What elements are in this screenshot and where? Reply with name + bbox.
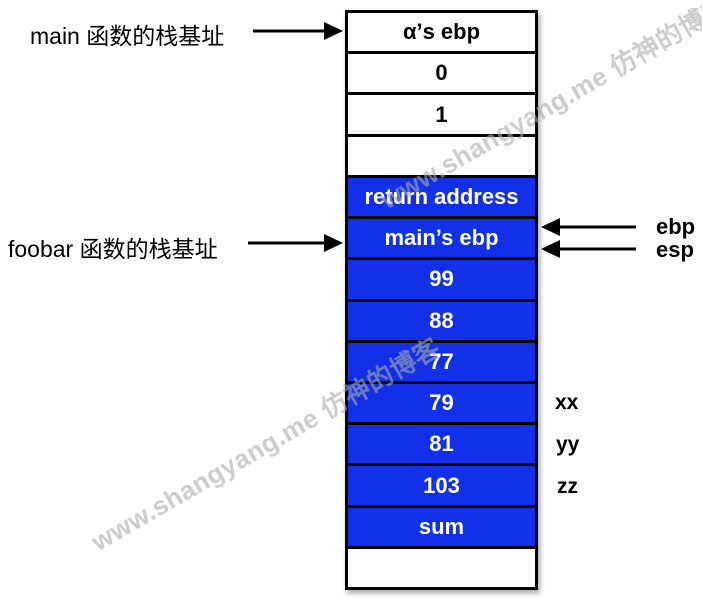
label-zz: zz [557,475,578,498]
label-esp: esp [656,237,694,262]
arrow-foobar-base [248,233,343,253]
label-foobar-stack-base: foobar 函数的栈基址 [8,236,218,262]
stack-cell-sum: sum [348,507,535,549]
label-main-stack-base: main 函数的栈基址 [30,23,225,49]
stack-cell-88: 88 [348,301,535,343]
stack-cell-empty-top [348,136,535,178]
stack-table: α’s ebp 0 1 return address main’s ebp 99… [345,10,538,590]
stack-cell-99: 99 [348,260,535,302]
arrow-esp [541,239,636,259]
stack-cell-0: 0 [348,54,535,96]
arrow-shaft [556,225,636,229]
stack-cell-103: 103 [348,466,535,508]
arrow-shaft [556,247,636,251]
arrow-head-right-icon [324,234,343,252]
stack-cell-79: 79 [348,383,535,426]
arrow-head-right-icon [324,22,343,40]
stack-cell-mains-ebp: main’s ebp [348,219,535,261]
stack-cell-alpha-ebp: α’s ebp [348,13,535,55]
stack-cell-81: 81 [348,425,535,467]
label-yy: yy [556,433,580,456]
stack-cell-77: 77 [348,342,535,384]
arrow-ebp [541,217,636,237]
stack-cell-return-address: return address [348,177,535,220]
label-ebp: ebp [656,214,696,239]
arrow-shaft [248,241,328,245]
label-xx: xx [555,391,579,414]
stack-cell-1: 1 [348,95,535,137]
arrow-head-left-icon [541,218,560,236]
arrow-shaft [253,29,328,33]
arrow-head-left-icon [541,240,560,258]
arrow-main-base [253,21,343,41]
stack-cell-empty-bottom [348,548,535,588]
